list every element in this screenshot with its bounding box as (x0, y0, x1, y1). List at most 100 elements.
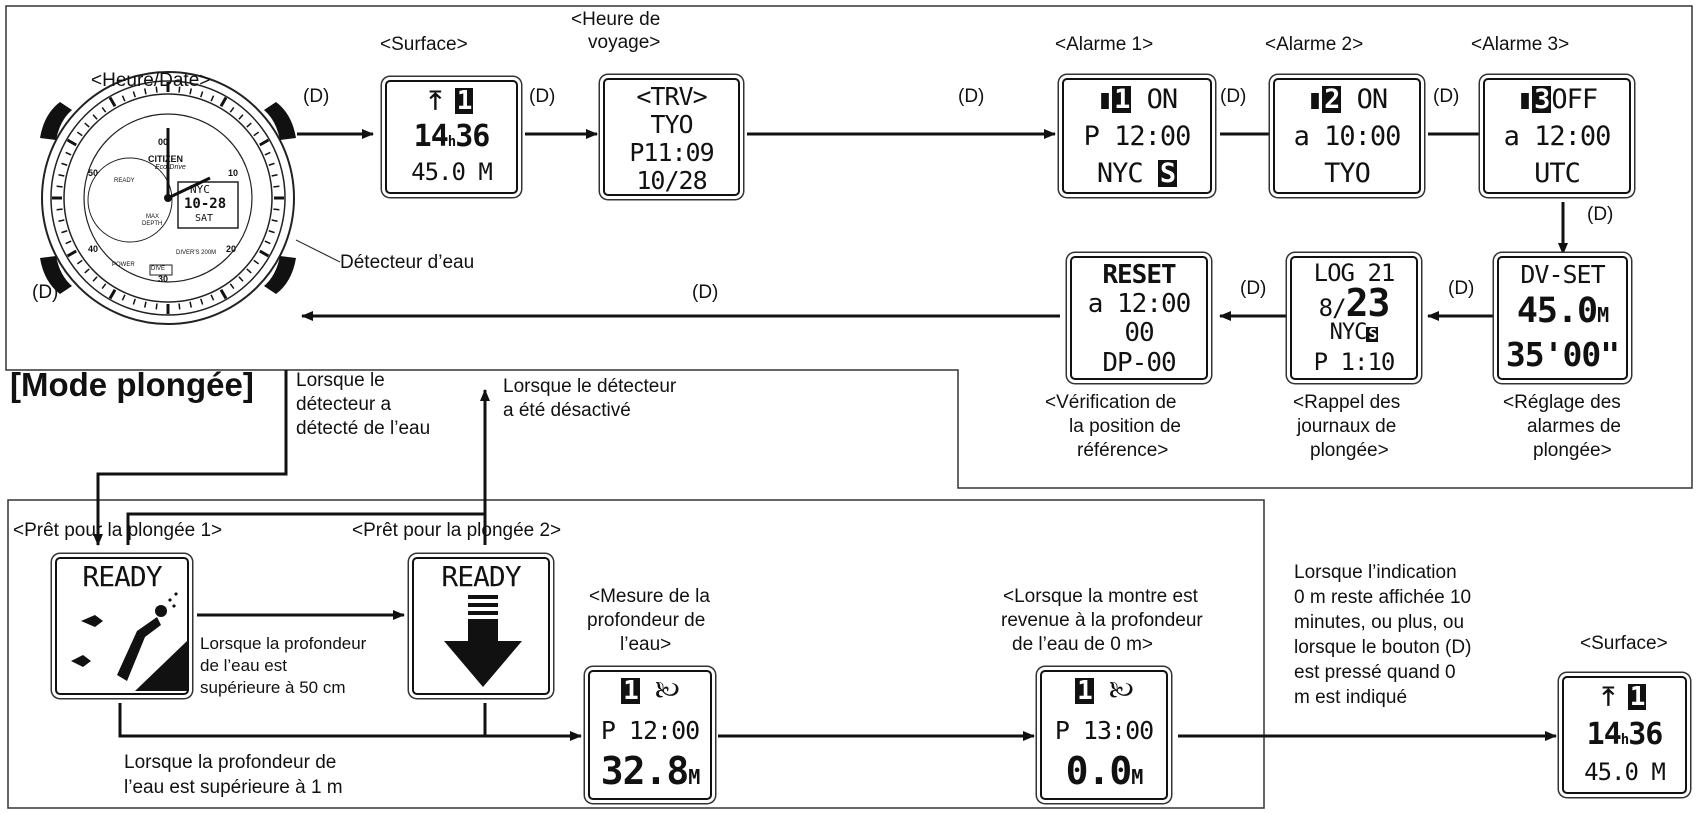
bezel-tick (200, 91, 204, 98)
dvset-depth: 45.0 (1516, 291, 1598, 331)
bezel-tick (219, 96, 228, 107)
bezel-tick (56, 185, 63, 188)
alarm-1-city: NYC (1096, 158, 1144, 189)
bezel-tick (238, 276, 244, 282)
arrow-detected-path (93, 370, 288, 546)
bezel-tick (121, 95, 126, 102)
zero-time: P 13:00 (1054, 716, 1154, 745)
bezel-tick (56, 208, 63, 211)
bezel-tick (264, 240, 271, 245)
label-indication-2: 0 m reste affichée 10 (1294, 587, 1472, 608)
label-revenue-2: revenue à la profondeur (1001, 610, 1203, 631)
label-mesure-3: l’eau> (620, 634, 672, 655)
label-prof50-2: de l’eau est (200, 656, 287, 675)
bezel-tick (58, 173, 65, 177)
label-alarme-3: <Alarme 3> (1471, 34, 1570, 55)
screen-surface: ⤒ 1 14h36 45.0 M (385, 80, 518, 194)
label-surface: <Surface> (380, 34, 468, 55)
label-prof50-3: supérieure à 50 cm (200, 678, 346, 697)
bezel-tick (253, 259, 260, 265)
bezel-tick (259, 138, 270, 147)
mode-title: [Mode plongée] (10, 366, 254, 403)
alarm-2-number: 2 (1322, 84, 1342, 115)
label-pret-1: <Prêt pour la plongée 1> (13, 520, 223, 541)
bezel-tick (101, 283, 107, 290)
bezel-tick (143, 301, 147, 308)
label-detecte-3: détecté de l’eau (296, 418, 431, 439)
label-pret-2: <Prêt pour la plongée 2> (352, 520, 562, 541)
bezel-tick (121, 294, 126, 301)
bezel-tick (259, 249, 270, 258)
bezel-tick (238, 114, 244, 120)
zero-depth: 0.0 (1065, 749, 1133, 793)
surface-dive-no: 1 (454, 86, 474, 116)
label-rappel-1: <Rappel des (1293, 392, 1401, 413)
bezel-tick (101, 106, 107, 113)
bezel-num-30: 30 (158, 274, 169, 284)
reset-title: RESET (1102, 260, 1176, 290)
label-mesure-2: profondeur de (587, 610, 706, 631)
surface-depth: 45.0 M (411, 158, 493, 186)
bezel-tick (268, 162, 275, 166)
watch-power-text: POWER (112, 262, 135, 268)
label-verif-2: la position de (1069, 416, 1181, 437)
label-prof50-1: Lorsque la profondeur (200, 634, 367, 653)
bezel-tick (65, 240, 72, 245)
alarm-1-bell-icon: ▮ (1096, 84, 1113, 115)
bezel-num-50: 50 (88, 168, 99, 178)
alarm-3-state: OFF (1551, 84, 1598, 115)
zero-dive-no: 1 (1075, 676, 1094, 706)
measure-depth: 32.8 (600, 749, 690, 793)
label-detecteur: Détecteur d’eau (340, 252, 475, 273)
alarm-3-number: 3 (1532, 84, 1552, 115)
travel-city: TYO (650, 110, 693, 139)
zero-unit: M (1131, 765, 1143, 789)
label-detecte-1: Lorsque le (296, 370, 385, 391)
screen-alarm-3: ▮3OFF a 12:00 UTC (1483, 78, 1631, 194)
screen-reset: RESET a 12:00 00 DP-00 (1070, 256, 1208, 380)
label-detecte-2: détecteur a (296, 394, 392, 415)
bezel-num-00: 00 (158, 137, 169, 147)
label-heure-date: <Heure/Date> (91, 70, 211, 91)
surface-h: h (447, 134, 457, 150)
diver-icon (71, 591, 187, 691)
watch-divers-text: DIVER'S 200M (176, 250, 217, 256)
surface-minutes: 36 (455, 119, 490, 154)
bezel-tick (76, 259, 83, 265)
d-label-10: (D) (32, 282, 59, 303)
label-alarme-1: <Alarme 1> (1055, 34, 1154, 55)
reset-time: a 12:00 (1087, 289, 1192, 319)
alarm-2-bell-icon: ▮ (1306, 84, 1323, 115)
label-rappel-3: plongée> (1310, 440, 1389, 461)
label-desactive-1: Lorsque le détecteur (503, 376, 677, 397)
bezel-tick (92, 114, 98, 120)
label-reglage-1: <Réglage des (1503, 392, 1621, 413)
surface-2-dive-no: 1 (1627, 682, 1647, 712)
label-revenue-1: <Lorsque la montre est (1003, 586, 1198, 607)
bezel-num-40: 40 (88, 244, 99, 254)
d-label-5: (D) (1433, 86, 1460, 107)
bezel-tick (178, 303, 181, 310)
bezel-tick (229, 283, 235, 290)
measure-unit: M (688, 765, 700, 789)
arrow-deactivated-path (126, 389, 490, 545)
bezel-tick (210, 95, 215, 102)
bezel-tick (268, 230, 275, 234)
reset-value: 00 (1124, 318, 1154, 348)
surface-hours: 14 (413, 119, 449, 154)
bezel-tick (273, 208, 280, 211)
measure-diver-icon: 🙠 (654, 676, 679, 706)
label-surface-2: <Surface> (1580, 633, 1668, 654)
label-indication-6: m est indiqué (1294, 687, 1408, 708)
down-arrow-icon (444, 595, 522, 687)
screen-zero: 1 🙠 P 13:00 0.0M (1040, 670, 1168, 800)
dvset-time: 35'00" (1505, 335, 1620, 374)
alarm-3-time: a 12:00 (1503, 121, 1612, 152)
travel-time: P11:09 (629, 138, 714, 167)
log-day: 23 (1345, 281, 1391, 325)
bezel-tick (132, 298, 136, 305)
screen-surface-2: ⤒ 1 14h36 45.0 M (1562, 676, 1687, 794)
label-prof1m-1: Lorsque la profondeur de (124, 752, 337, 773)
bezel-tick (76, 131, 83, 137)
